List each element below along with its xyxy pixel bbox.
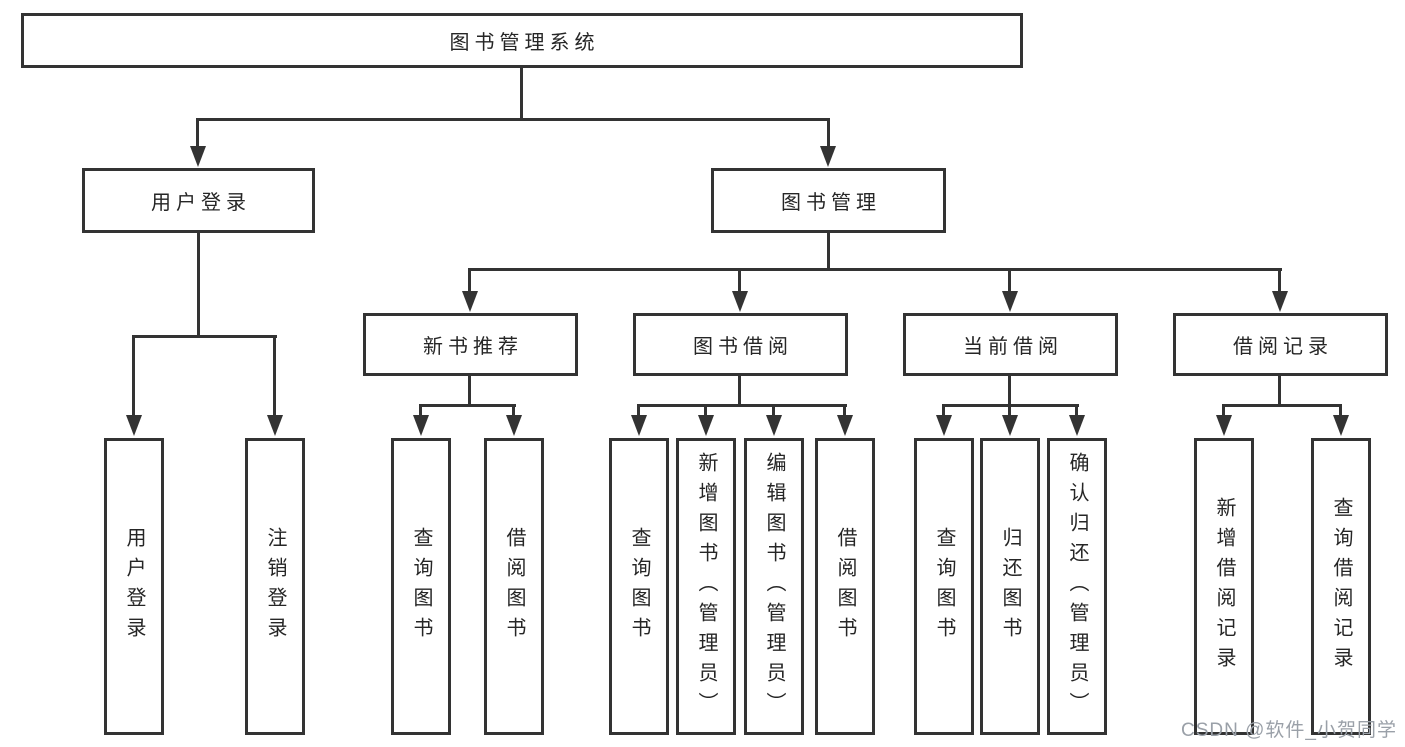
connector-arrowhead: [126, 415, 142, 436]
node-book-borrowing: 图书借阅: [633, 313, 848, 376]
leaf-query-books: 查询图书: [609, 438, 669, 735]
connector-line: [133, 335, 277, 338]
connector-arrowhead: [1216, 415, 1232, 436]
leaf-label: 编辑图书（管理员）: [763, 451, 785, 722]
leaf-label: 借阅图书: [503, 526, 525, 647]
connector-line: [637, 404, 847, 407]
leaf-label: 新增图书（管理员）: [695, 451, 717, 722]
leaf-query-books: 查询图书: [391, 438, 451, 735]
leaf-label: 查询图书: [933, 526, 955, 647]
node-label: 图书借阅: [693, 336, 793, 358]
connector-arrowhead: [1069, 415, 1085, 436]
node-label: 图书管理: [781, 192, 881, 214]
leaf-label: 用户登录: [123, 526, 145, 647]
node-book-management: 图书管理: [711, 168, 946, 233]
connector-line: [468, 268, 471, 294]
watermark: CSDN @软件_小贺同学: [1181, 720, 1397, 741]
leaf-borrow-books: 借阅图书: [484, 438, 544, 735]
node-label: 当前借阅: [963, 336, 1063, 358]
connector-line: [197, 118, 830, 121]
leaf-label: 查询借阅记录: [1330, 496, 1352, 677]
connector-arrowhead: [732, 291, 748, 312]
connector-line: [469, 268, 1282, 271]
leaf-add-books-admin: 新增图书（管理员）: [676, 438, 736, 735]
connector-arrowhead: [190, 146, 206, 167]
connector-line: [1075, 404, 1078, 417]
leaf-confirm-return-admin: 确认归还（管理员）: [1047, 438, 1107, 735]
connector-line: [132, 335, 135, 417]
node-current-borrowing: 当前借阅: [903, 313, 1118, 376]
connector-line: [468, 375, 471, 407]
connector-line: [827, 118, 830, 148]
connector-line: [1008, 404, 1011, 417]
leaf-edit-books-admin: 编辑图书（管理员）: [744, 438, 804, 735]
connector-arrowhead: [1333, 415, 1349, 436]
node-borrowing-records: 借阅记录: [1173, 313, 1388, 376]
leaf-query-books: 查询图书: [914, 438, 974, 735]
connector-line: [738, 268, 741, 294]
connector-line: [772, 404, 775, 417]
node-label: 借阅记录: [1233, 336, 1333, 358]
leaf-label: 确认归还（管理员）: [1066, 451, 1088, 722]
connector-line: [704, 404, 707, 417]
connector-line: [1278, 375, 1281, 407]
node-user-login: 用户登录: [82, 168, 315, 233]
connector-line: [1278, 268, 1281, 294]
connector-line: [1222, 404, 1225, 417]
leaf-borrow-books: 借阅图书: [815, 438, 875, 735]
leaf-return-books: 归还图书: [980, 438, 1040, 735]
connector-line: [1008, 268, 1011, 294]
leaf-label: 新增借阅记录: [1213, 496, 1235, 677]
connector-arrowhead: [631, 415, 647, 436]
node-label: 图书管理系统: [449, 32, 600, 54]
connector-line: [196, 118, 199, 148]
connector-line: [273, 335, 276, 417]
connector-arrowhead: [820, 146, 836, 167]
leaf-add-borrow-record: 新增借阅记录: [1194, 438, 1254, 735]
connector-arrowhead: [267, 415, 283, 436]
connector-line: [843, 404, 846, 417]
leaf-query-borrow-record: 查询借阅记录: [1311, 438, 1371, 735]
connector-arrowhead: [1002, 291, 1018, 312]
node-new-book-recommend: 新书推荐: [363, 313, 578, 376]
leaf-user-login: 用户登录: [104, 438, 164, 735]
leaf-label: 查询图书: [410, 526, 432, 647]
node-label: 用户登录: [151, 192, 251, 214]
connector-arrowhead: [413, 415, 429, 436]
leaf-label: 归还图书: [999, 526, 1021, 647]
node-library-management-system: 图书管理系统: [21, 13, 1023, 68]
connector-line: [942, 404, 945, 417]
connector-arrowhead: [936, 415, 952, 436]
leaf-label: 借阅图书: [834, 526, 856, 647]
connector-arrowhead: [837, 415, 853, 436]
connector-arrowhead: [766, 415, 782, 436]
connector-arrowhead: [1272, 291, 1288, 312]
connector-arrowhead: [698, 415, 714, 436]
connector-line: [1339, 404, 1342, 417]
connector-arrowhead: [1002, 415, 1018, 436]
connector-line: [512, 404, 515, 417]
connector-arrowhead: [462, 291, 478, 312]
connector-line: [1008, 375, 1011, 407]
leaf-label: 查询图书: [628, 526, 650, 647]
leaf-logout: 注销登录: [245, 438, 305, 735]
connector-line: [197, 232, 200, 338]
connector-line: [738, 375, 741, 407]
connector-line: [520, 68, 523, 120]
connector-line: [420, 404, 516, 407]
connector-arrowhead: [506, 415, 522, 436]
connector-line: [637, 404, 640, 417]
node-label: 新书推荐: [423, 336, 523, 358]
connector-line: [827, 233, 830, 271]
leaf-label: 注销登录: [264, 526, 286, 647]
connector-line: [419, 404, 422, 417]
connector-line: [1222, 404, 1342, 407]
